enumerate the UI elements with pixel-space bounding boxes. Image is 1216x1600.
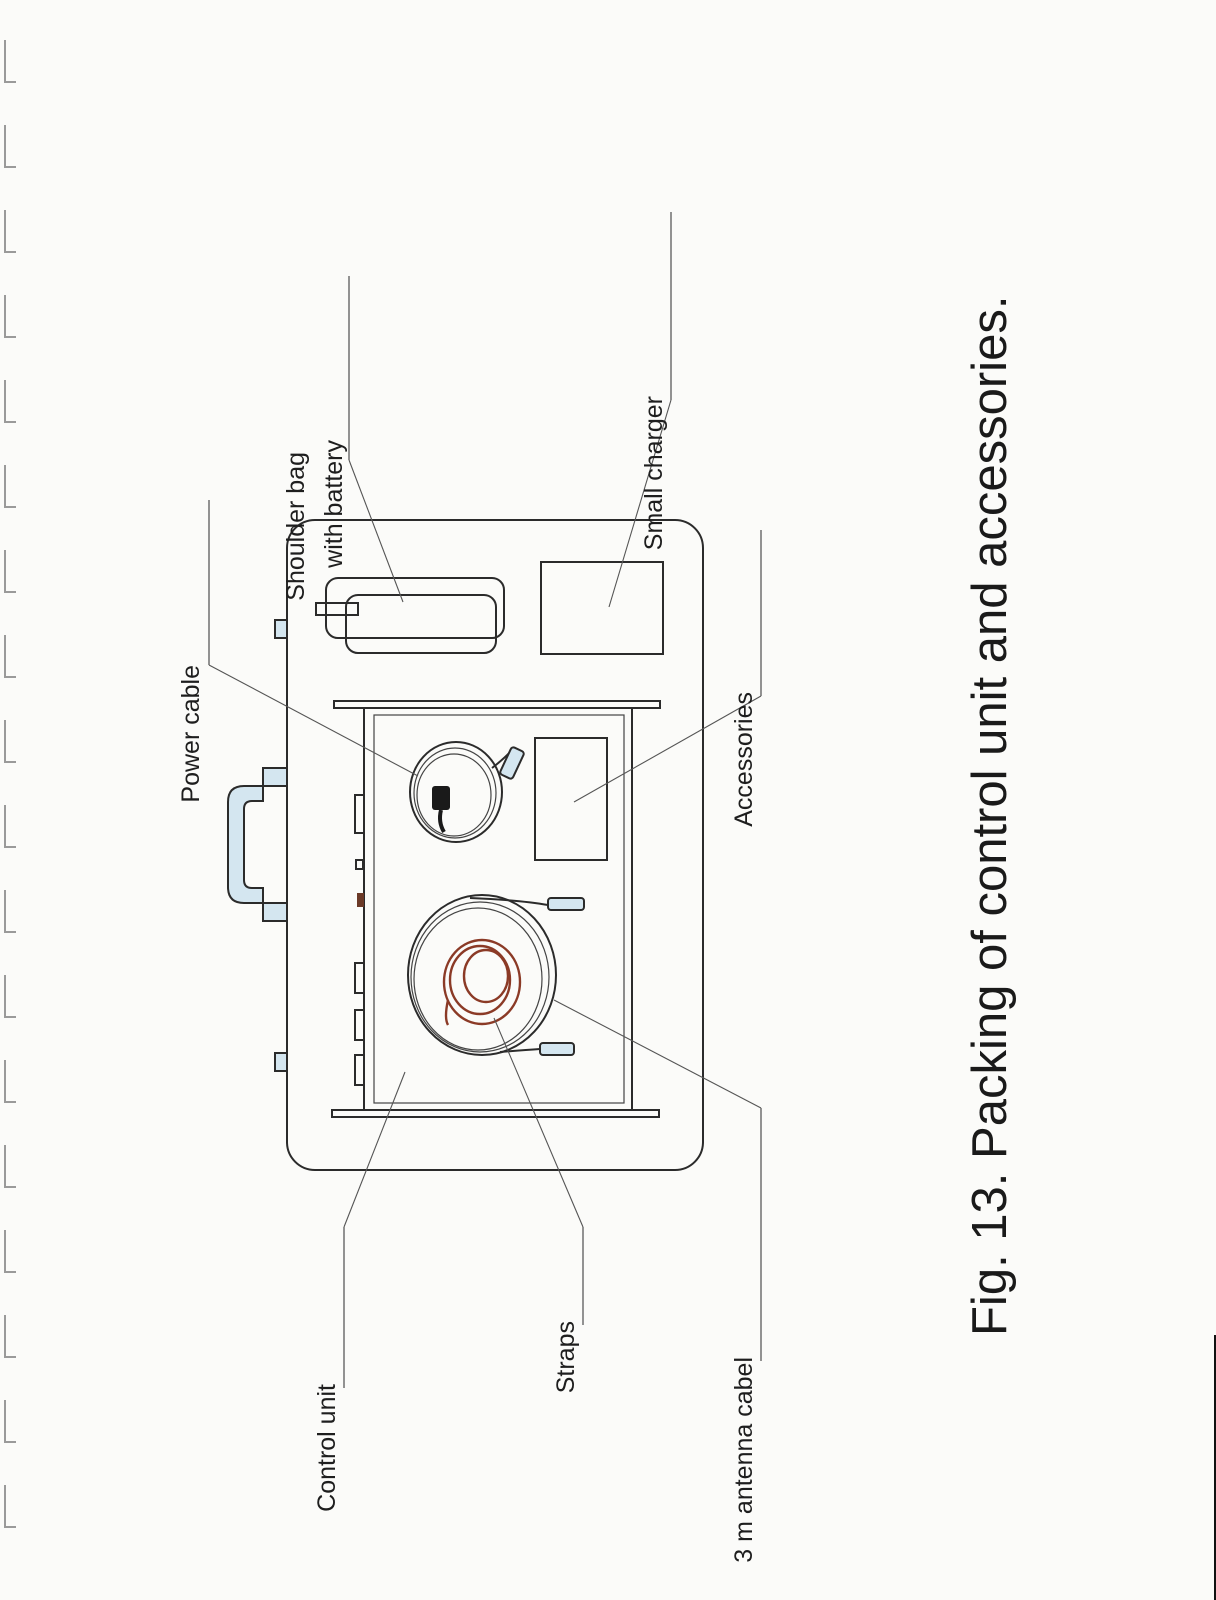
- accessories-box: [534, 737, 608, 861]
- svg-text:Power cable: Power cable: [177, 665, 205, 803]
- control-unit: [331, 700, 661, 1118]
- label-accessories: Accessories: [730, 530, 762, 827]
- svg-text:Accessories: Accessories: [730, 692, 758, 827]
- label-power-cable: Power cable: [177, 500, 210, 803]
- shoulder-bag: [315, 577, 505, 654]
- label-control-unit: Control unit: [313, 1227, 345, 1512]
- svg-text:Control unit: Control unit: [313, 1384, 341, 1512]
- svg-text:3 m antenna cabel: 3 m antenna cabel: [730, 1357, 758, 1563]
- scan-edge: [1214, 1335, 1216, 1600]
- power-cable: [409, 741, 525, 843]
- suitcase-body: [286, 519, 704, 1171]
- leader-lines: [208, 399, 762, 1228]
- figure-caption: Fig. 13. Packing of control unit and acc…: [963, 296, 1017, 1336]
- svg-text:Straps: Straps: [552, 1321, 580, 1393]
- antenna-cable: [407, 894, 585, 1056]
- label-small-charger: Small charger: [640, 212, 672, 550]
- label-straps: Straps: [552, 1227, 584, 1393]
- handle: [227, 767, 288, 922]
- latch-top: [274, 619, 288, 639]
- svg-text:Small charger: Small charger: [640, 396, 668, 550]
- small-charger: [540, 561, 664, 655]
- suitcase: [227, 519, 704, 1171]
- label-shoulder-bag: Shoulder bag with battery: [282, 276, 350, 601]
- label-antenna-cable: 3 m antenna cabel: [730, 1108, 762, 1563]
- svg-text:with battery: with battery: [320, 440, 348, 569]
- binder-ticks: [4, 40, 16, 1528]
- svg-text:Shoulder bag: Shoulder bag: [282, 452, 310, 601]
- latch-bottom: [274, 1052, 288, 1072]
- straps: [442, 938, 522, 1026]
